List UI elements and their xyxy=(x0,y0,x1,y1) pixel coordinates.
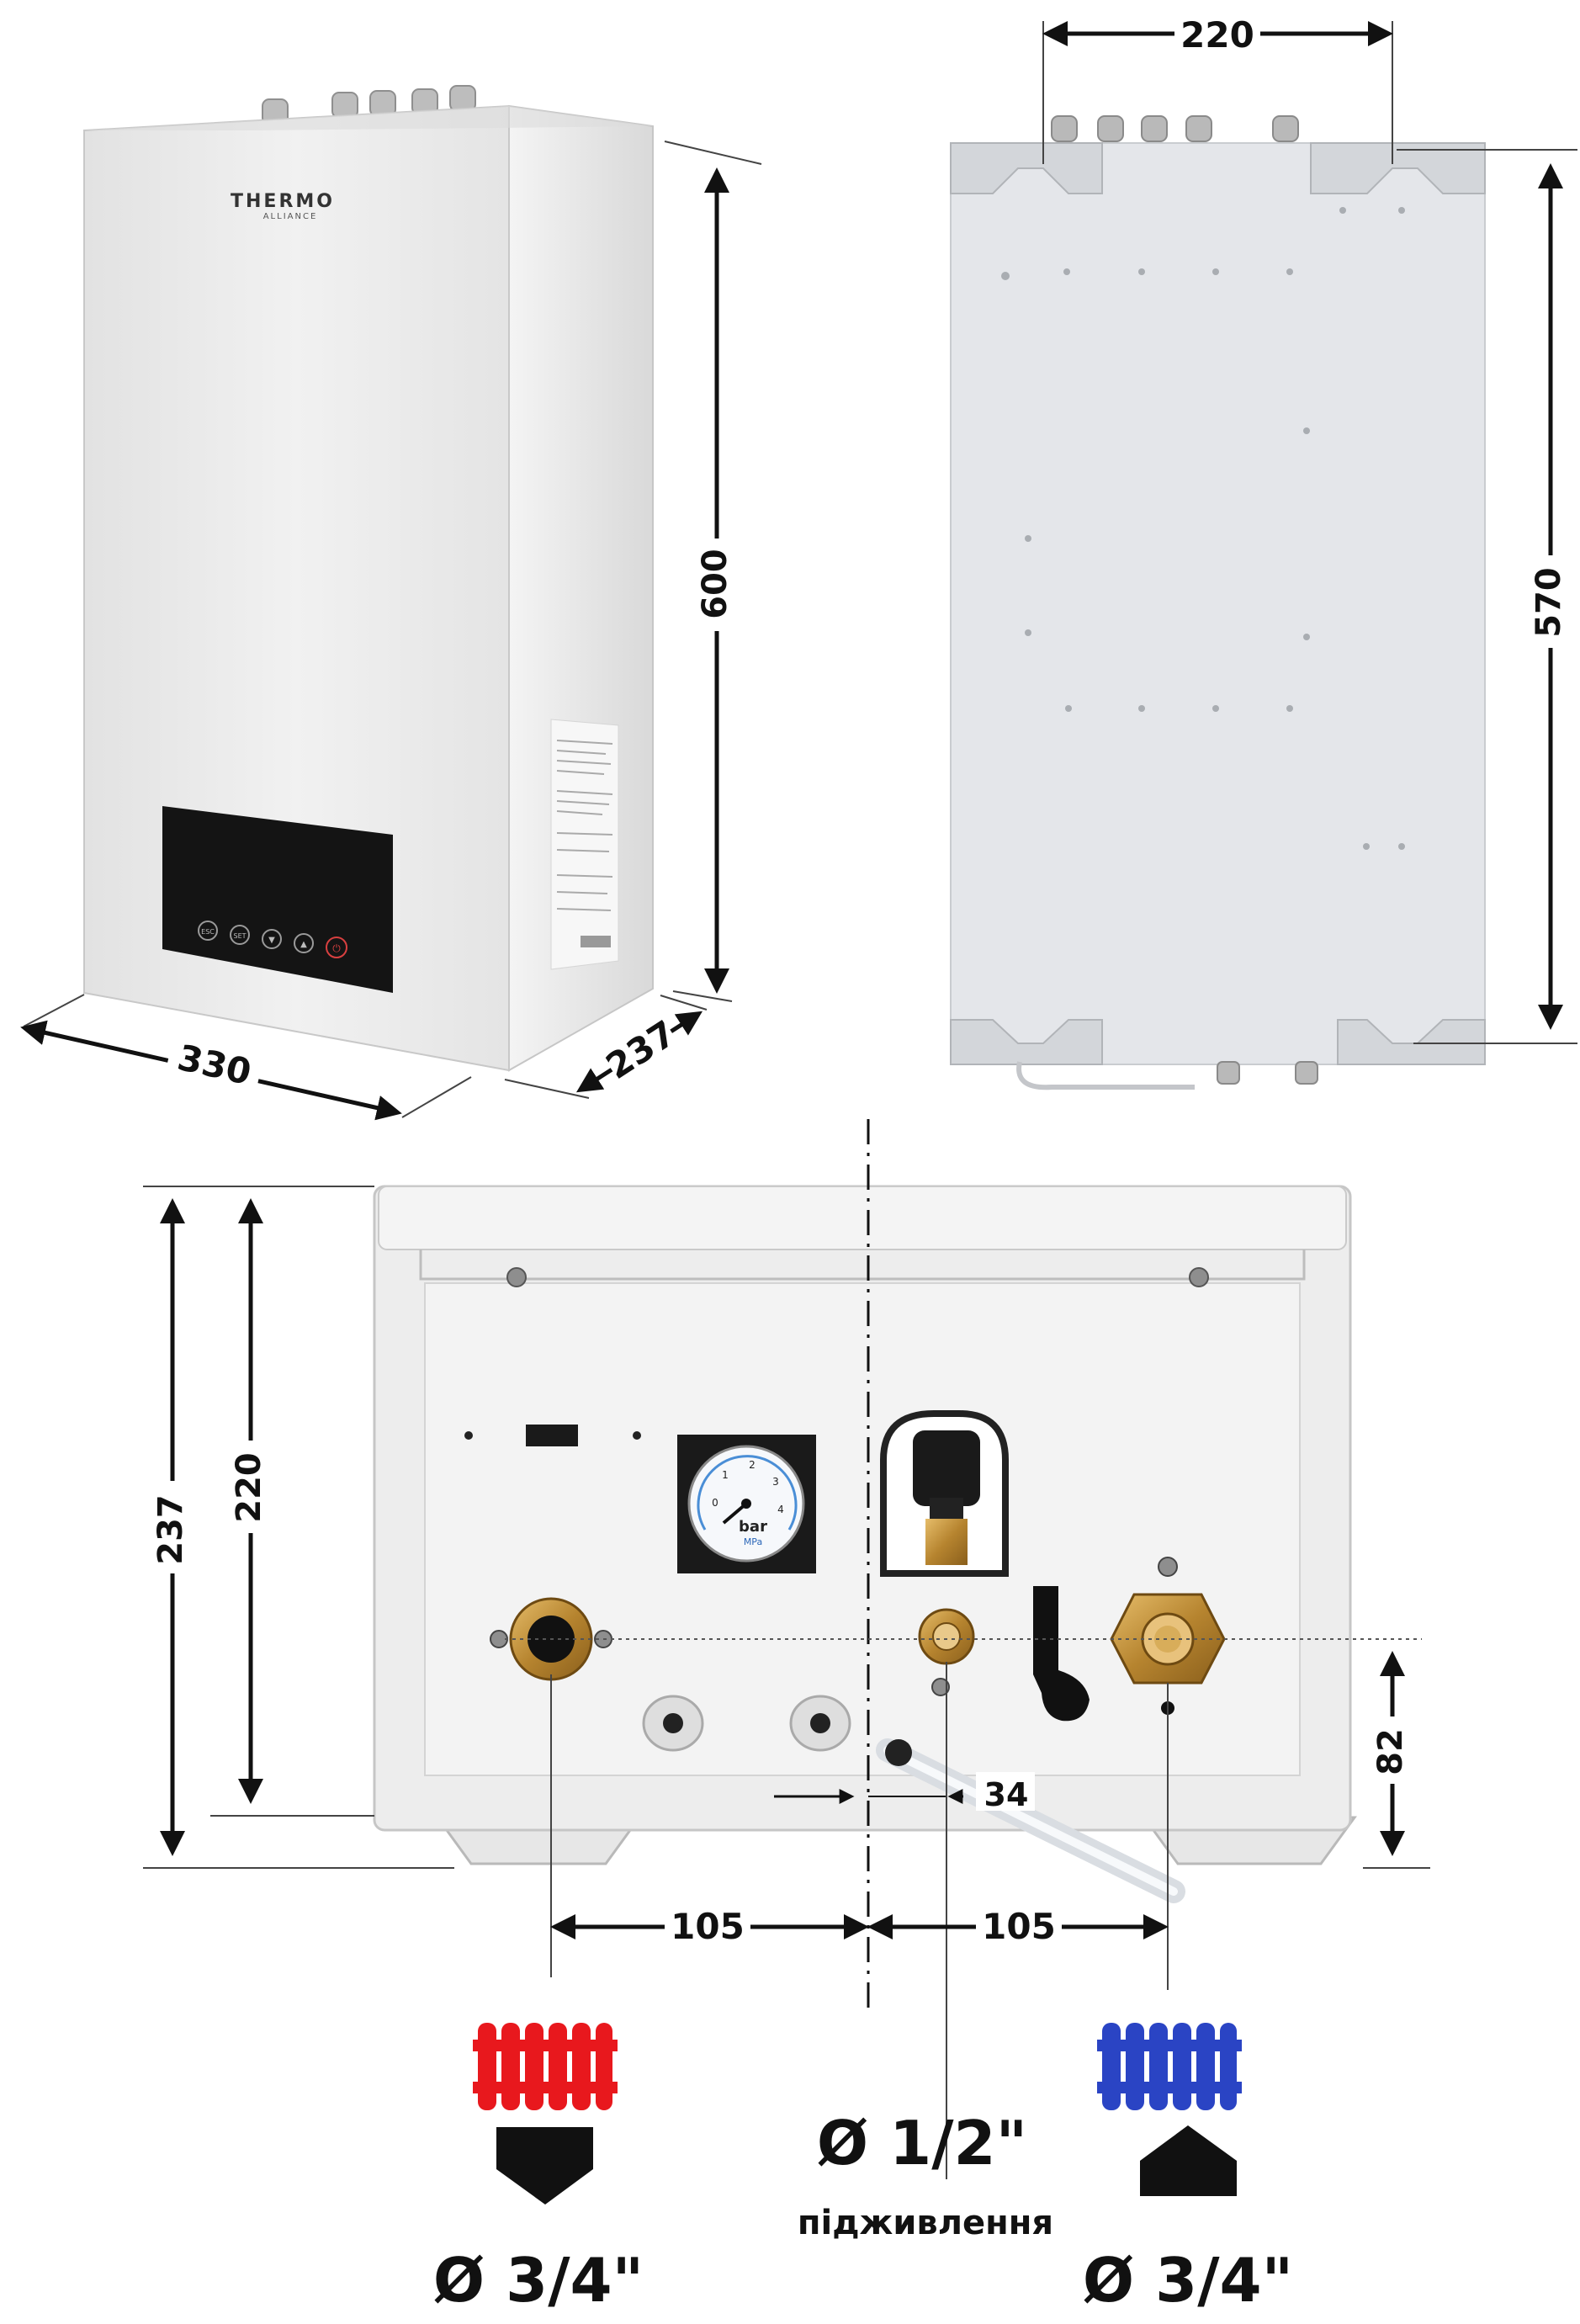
gauge-tick-0: 0 xyxy=(712,1497,718,1509)
dimension-bottom-depth-label: 237 xyxy=(151,1494,190,1565)
dimension-width-label: 330 xyxy=(174,1037,255,1093)
rating-sticker xyxy=(550,719,619,970)
dimension-bottom-depth: 237 xyxy=(143,1186,454,1869)
gauge-tick-4: 4 xyxy=(777,1504,784,1515)
dimension-mount-height: 570 xyxy=(1397,149,1577,1044)
dimension-offset-right-label: 105 xyxy=(982,1906,1056,1947)
dimension-bottom-depth-inner: 220 xyxy=(210,1198,374,1817)
control-panel: ESC SET ▼ ▲ ⏻ xyxy=(162,806,393,993)
top-fittings xyxy=(262,85,476,125)
connection-left-size: Ø 3/4" xyxy=(433,2245,644,2316)
panel-button-esc: ESC xyxy=(201,928,215,936)
pipe-right xyxy=(1110,1557,1226,1715)
boiler-front-view: THERMO ALLIANCE ESC SET ▼ xyxy=(83,85,654,1072)
dimension-mount-spacing-label: 220 xyxy=(1180,14,1254,56)
hot-radiator-icon xyxy=(473,2019,618,2114)
flow-in-arrow-icon xyxy=(1140,2125,1237,2196)
gauge-unit-sub: MPa xyxy=(744,1536,762,1547)
pressure-gauge: 0 1 2 3 4 bar MPa xyxy=(677,1435,816,1573)
gauge-tick-1: 1 xyxy=(722,1469,729,1481)
boiler-back-view xyxy=(950,115,1486,1090)
brand-logo: THERMO xyxy=(231,191,335,212)
dimension-pipe-height: 82 xyxy=(1363,1651,1430,1869)
connection-center-size: Ø 1/2" xyxy=(817,2108,1027,2178)
dimension-bottom-depth-inner-label: 220 xyxy=(230,1452,268,1523)
dimension-offset-center-label: 34 xyxy=(984,1776,1029,1813)
panel-button-down: ▼ xyxy=(268,936,275,945)
cable-glands xyxy=(642,1695,851,1752)
dimension-pipe-height-label: 82 xyxy=(1371,1728,1410,1775)
dimension-offset-left: 105 xyxy=(550,1906,869,1947)
dimension-offset-left-label: 105 xyxy=(671,1906,745,1947)
dimension-height-label: 600 xyxy=(696,549,734,619)
panel-button-set: SET xyxy=(233,932,246,940)
dimension-mount-height-label: 570 xyxy=(1530,567,1568,638)
dimension-depth-label: 237 xyxy=(599,1012,683,1087)
gauge-tick-2: 2 xyxy=(749,1459,756,1471)
panel-button-power: ⏻ xyxy=(332,942,341,954)
connection-right-size: Ø 3/4" xyxy=(1083,2245,1293,2316)
back-top-fittings xyxy=(1051,115,1299,142)
boiler-bottom-view: 0 1 2 3 4 bar MPa xyxy=(373,1185,1357,1903)
gauge-tick-3: 3 xyxy=(772,1476,779,1488)
panel-button-up: ▲ xyxy=(300,940,307,949)
fill-valve xyxy=(880,1410,1009,1577)
dimension-mount-spacing: 220 xyxy=(1042,13,1393,164)
cold-radiator-icon xyxy=(1097,2023,1242,2110)
flow-out-arrow-icon xyxy=(496,2127,593,2205)
brand-logo-sub: ALLIANCE xyxy=(263,212,318,221)
gauge-unit: bar xyxy=(739,1518,767,1536)
pipe-center xyxy=(918,1608,975,1696)
dimension-height: 600 xyxy=(664,141,762,1002)
dimension-offset-center: 34 xyxy=(774,1772,1035,1813)
connection-center-label: підживлення xyxy=(798,2204,1053,2242)
dimension-offset-right: 105 xyxy=(867,1906,1169,1947)
